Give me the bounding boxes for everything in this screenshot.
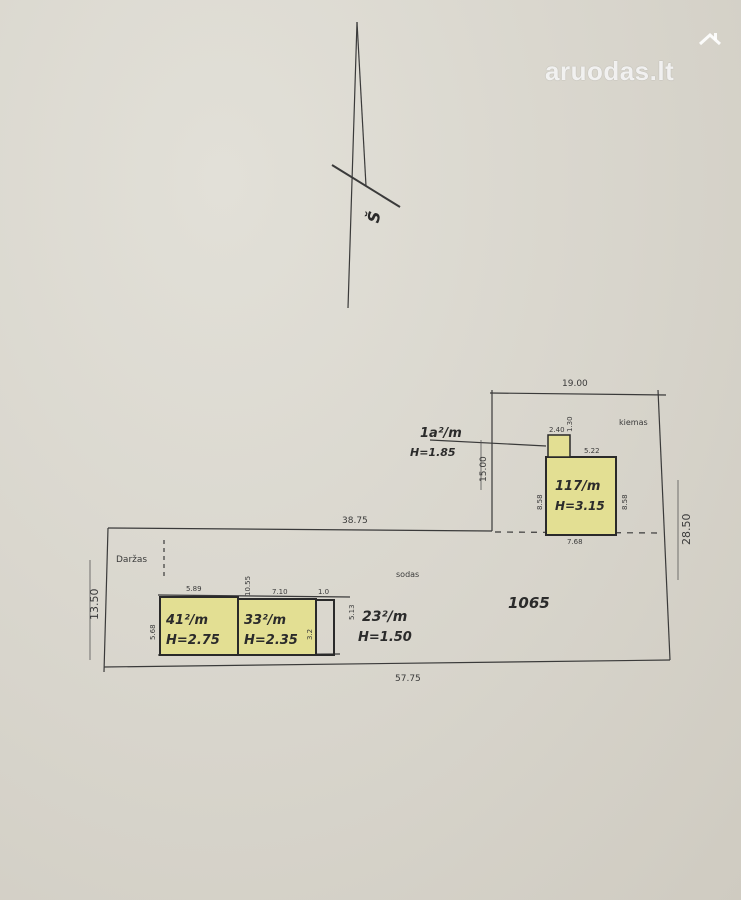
dim-b3-height: 5.13	[348, 604, 356, 620]
dim-porch-h: 1.30	[566, 416, 574, 432]
b2-height: H=2.35	[244, 633, 298, 648]
porch-area: 1a²/m	[420, 426, 462, 441]
house-area: 117/m	[555, 479, 600, 494]
watermark-logo: aruodas.lt	[545, 56, 675, 86]
north-arrow: Š	[331, 21, 401, 309]
dimension-lines	[89, 440, 679, 660]
north-label: Š	[363, 209, 385, 224]
dim-house-bottom: 7.68	[567, 538, 583, 546]
house-building	[429, 434, 617, 536]
dim-top-right: 19.00	[562, 379, 588, 389]
b3-area: 23²/m	[362, 609, 407, 625]
house-height: H=3.15	[555, 499, 605, 513]
dim-bottom: 57.75	[395, 674, 421, 684]
dim-b3-small: 1.0	[318, 588, 329, 596]
house-icon	[698, 32, 722, 46]
dim-b2-width: 7.10	[272, 588, 288, 596]
dim-mid-vertical: 15.00	[479, 456, 489, 482]
b1-area: 41²/m	[165, 613, 208, 628]
dim-house-right: 8.58	[621, 494, 629, 510]
label-area-total: 1065	[508, 594, 550, 612]
b2-area: 33²/m	[244, 613, 286, 628]
dim-b1-gap: 10.55	[244, 576, 252, 596]
dim-b1-height: 5.68	[149, 624, 157, 640]
building-3	[315, 599, 335, 656]
dim-porch-w: 2.40	[549, 426, 565, 434]
porch-height: H=1.85	[410, 446, 456, 459]
dim-b2-side: 3.2	[306, 629, 314, 640]
dim-right-vertical: 28.50	[680, 514, 693, 546]
dim-house-left: 8.58	[536, 494, 544, 510]
dim-b1-width: 5.89	[186, 585, 202, 593]
b1-height: H=2.75	[166, 633, 220, 648]
label-kiemas: kiemas	[619, 418, 648, 427]
dim-house-top: 5.22	[584, 447, 600, 455]
label-darzas: Daržas	[116, 555, 147, 565]
building-2	[237, 598, 317, 656]
label-sodas: sodas	[396, 570, 419, 579]
b3-height: H=1.50	[358, 630, 412, 645]
dim-left-vertical: 13.50	[88, 589, 101, 621]
dim-mid-horizontal: 38.75	[342, 516, 368, 526]
